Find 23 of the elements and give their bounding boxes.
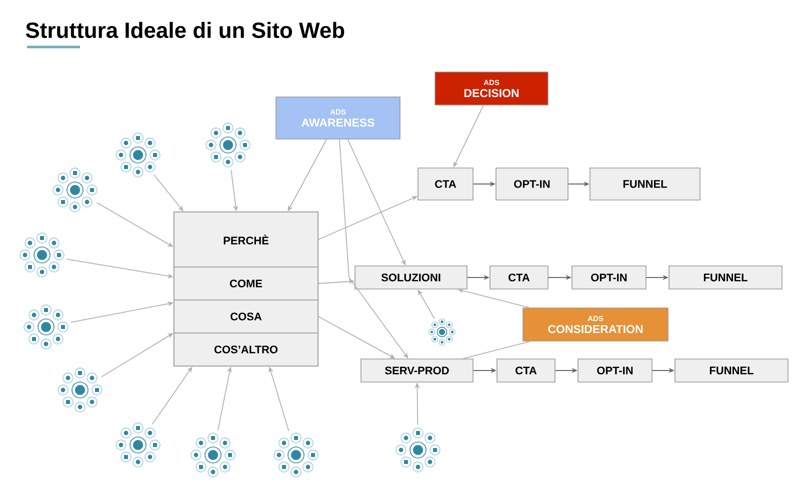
network-icon: [274, 432, 318, 478]
process-box: CTA: [490, 266, 548, 290]
network-icon: [190, 432, 236, 478]
process-box: SERV-PROD: [360, 358, 474, 382]
process-box: FUNNEL: [590, 168, 700, 200]
network-icon: [428, 318, 456, 346]
network-icon: [58, 368, 102, 412]
network-icon: [24, 304, 68, 350]
network-icon: [206, 122, 250, 168]
process-box: OPT-IN: [496, 168, 568, 200]
title: Struttura Ideale di un Sito Web: [26, 22, 344, 38]
network-icon: [52, 168, 98, 212]
process-box: CTA: [418, 168, 474, 200]
network-icon: [396, 428, 440, 472]
process-box: FUNNEL: [668, 266, 782, 290]
process-box: CTA: [496, 358, 556, 382]
process-box: SOLUZIONI: [354, 266, 468, 290]
network-icon: [116, 132, 160, 178]
network-icon: [116, 422, 160, 468]
network-icon: [20, 232, 64, 278]
process-box: OPT-IN: [578, 358, 652, 382]
process-box: FUNNEL: [674, 358, 788, 382]
process-box: OPT-IN: [572, 266, 646, 290]
